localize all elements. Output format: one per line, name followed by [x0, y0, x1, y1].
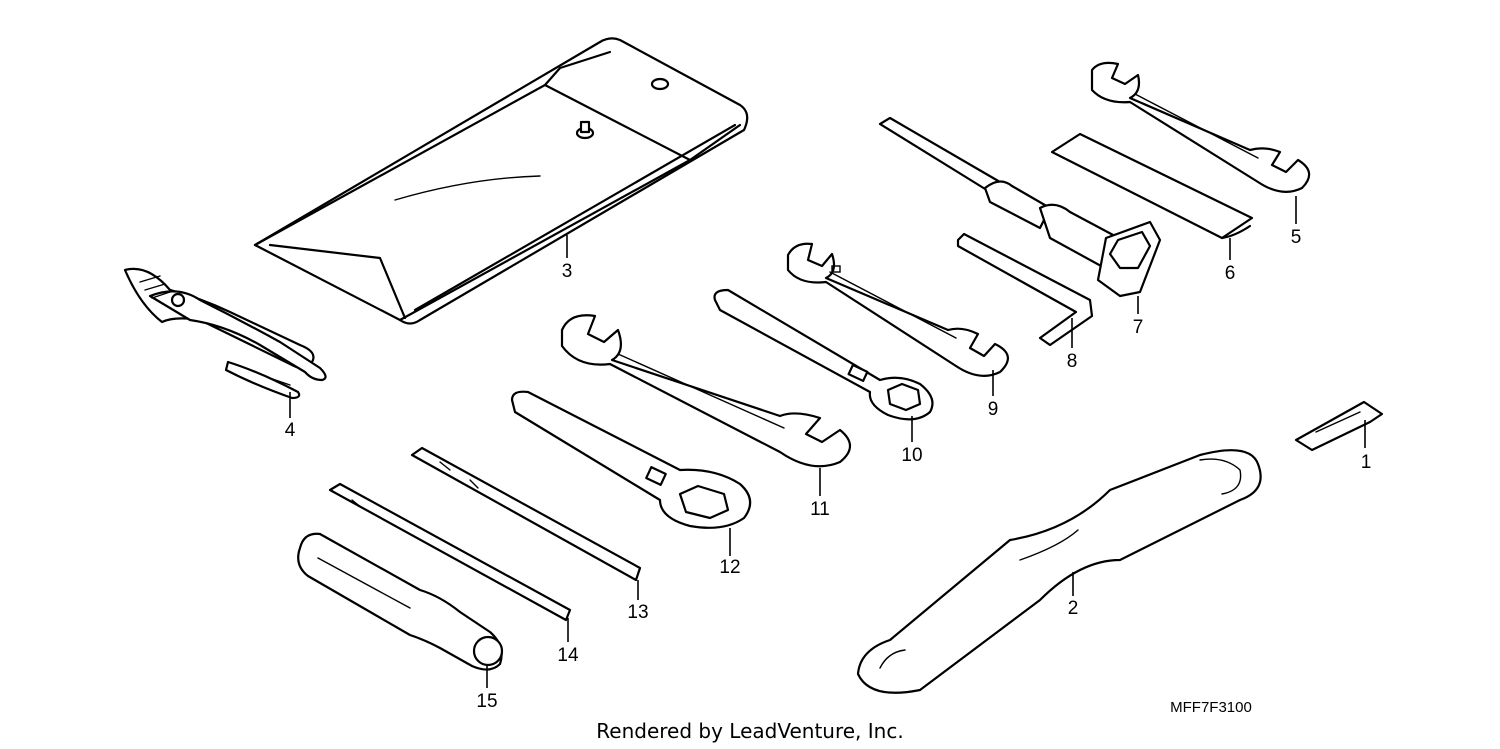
part-label-10[interactable]: 10 [901, 445, 922, 466]
part-8-hex-key[interactable] [956, 232, 1094, 347]
credit-text: Rendered by LeadVenture, Inc. [596, 719, 903, 743]
part-15-screwdriver-handle[interactable] [297, 532, 504, 671]
part-label-4[interactable]: 4 [285, 420, 296, 441]
snap-button-icon [575, 77, 670, 140]
part-label-5[interactable]: 5 [1291, 227, 1302, 248]
part-11-open-wrench[interactable] [560, 314, 852, 468]
part-label-9[interactable]: 9 [988, 399, 999, 420]
diagram-code: MFF7F3100 [1170, 699, 1252, 716]
part-2-pin-spanner[interactable] [856, 449, 1262, 694]
part-label-1[interactable]: 1 [1361, 452, 1372, 473]
part-label-7[interactable]: 7 [1133, 317, 1144, 338]
part-10-box-wrench[interactable] [713, 288, 934, 421]
leader-lines [289, 196, 1366, 688]
part-label-15[interactable]: 15 [476, 691, 497, 712]
part-label-12[interactable]: 12 [719, 557, 740, 578]
part-label-14[interactable]: 14 [557, 645, 579, 666]
part-labels: 1 2 3 4 5 6 7 8 9 10 11 12 13 14 15 [285, 227, 1372, 712]
part-5-open-wrench[interactable] [1090, 61, 1311, 193]
part-label-13[interactable]: 13 [627, 602, 648, 623]
part-13-screwdriver-bit[interactable] [410, 446, 642, 582]
part-7-plug-wrench[interactable] [878, 116, 1162, 298]
part-1-clip[interactable] [1294, 400, 1384, 452]
part-3-tool-bag[interactable] [253, 37, 749, 325]
part-14-screwdriver-bit[interactable] [328, 482, 572, 622]
part-12-box-wrench[interactable] [510, 390, 752, 529]
part-label-6[interactable]: 6 [1225, 263, 1236, 284]
part-6-strap[interactable] [1050, 132, 1254, 240]
part-label-2[interactable]: 2 [1068, 598, 1079, 619]
part-label-3[interactable]: 3 [562, 261, 573, 282]
part-4-pliers[interactable] [123, 267, 327, 400]
part-9-open-wrench[interactable] [786, 242, 1009, 377]
part-label-11[interactable]: 11 [810, 499, 830, 520]
part-label-8[interactable]: 8 [1067, 351, 1078, 372]
